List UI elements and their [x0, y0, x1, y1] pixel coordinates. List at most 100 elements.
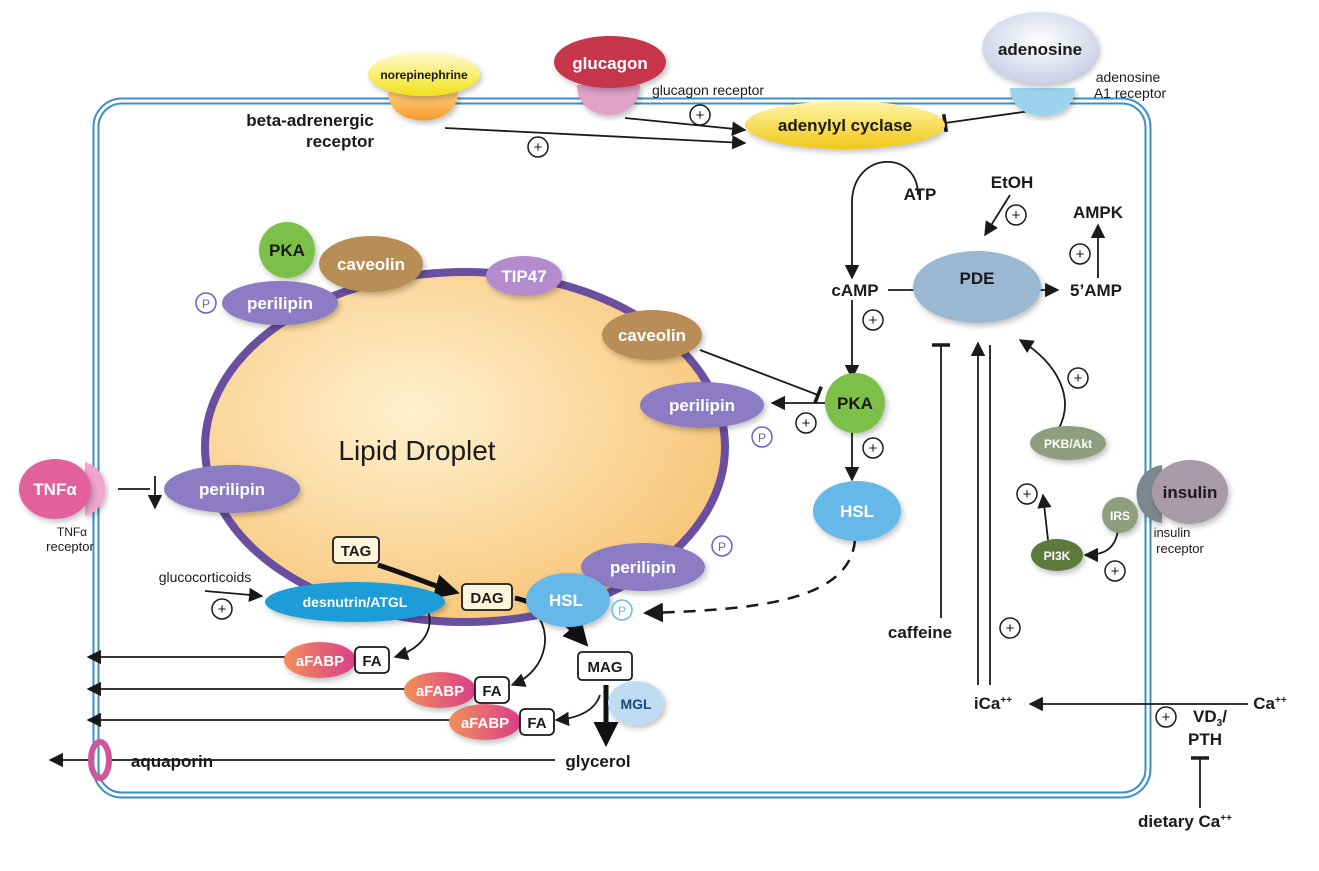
caveolin-right: caveolin	[602, 310, 702, 360]
hsl-label: HSL	[840, 502, 874, 521]
phosphate-icon	[195, 292, 217, 314]
svg-text:+: +	[1006, 620, 1015, 637]
plus-icon: +	[1104, 560, 1126, 582]
insulin-label: insulin	[1163, 483, 1218, 502]
plus-icon: +	[211, 598, 233, 620]
adenosine-label: adenosine	[998, 40, 1082, 59]
svg-text:+: +	[869, 440, 878, 457]
svg-text:+: +	[696, 107, 705, 124]
perilipin-right: perilipin P	[640, 382, 773, 448]
phosphate-icon	[711, 535, 733, 557]
aquaporin-label: aquaporin	[131, 752, 213, 771]
adenosine-a1-receptor: adenosine adenosine A1 receptor	[982, 12, 1167, 116]
pi3k: PI3K	[1031, 539, 1083, 571]
dietary-ca-label: dietary Ca++	[1138, 812, 1232, 831]
pka-cytosolic: PKA	[825, 373, 885, 433]
svg-text:+: +	[1012, 207, 1021, 224]
perilipin-bottom-label: perilipin	[610, 558, 676, 577]
plus-icon: +	[527, 136, 549, 158]
svg-text:+: +	[1023, 486, 1032, 503]
adenosine-receptor-label-line1: adenosine	[1096, 69, 1161, 85]
svg-text:+: +	[1162, 709, 1171, 726]
svg-text:+: +	[1076, 246, 1085, 263]
perilipin-left: perilipin	[164, 465, 300, 513]
phosphate-icon	[611, 599, 633, 621]
afabp-label: aFABP	[296, 653, 344, 670]
tnf-alpha-receptor: TNFα TNFα receptor	[19, 459, 106, 554]
afabp-label: aFABP	[461, 715, 509, 732]
plus-icon: +	[1005, 204, 1027, 226]
mag-box: MAG	[577, 651, 633, 681]
plus-icon: +	[862, 437, 884, 459]
pka-droplet: PKA	[259, 222, 315, 278]
insulin-receptor-label-line2: receptor	[1156, 541, 1204, 556]
beta-adrenergic-receptor: norepinephrine beta-adrenergic receptor	[246, 52, 480, 151]
fa-label: FA	[527, 715, 546, 732]
afabp-fa-2: aFABP FA	[404, 672, 510, 708]
pka-droplet-label: PKA	[269, 241, 305, 260]
perilipin-top: perilipin P	[195, 281, 338, 325]
ica-label: iCa++	[974, 694, 1012, 713]
norepinephrine-ligand	[368, 52, 480, 96]
caveolin-top-label: caveolin	[337, 255, 405, 274]
beta-receptor-label-line2: receptor	[306, 132, 374, 151]
fa-label: FA	[362, 653, 381, 670]
aquaporin: aquaporin	[88, 739, 213, 781]
hsl-droplet: HSL P	[526, 573, 633, 627]
svg-text:P: P	[618, 604, 626, 618]
adenylyl-cyclase: adenylyl cyclase	[745, 101, 945, 149]
stimulation-markers: + + + + + + + + + + + + +	[211, 104, 1177, 728]
afabp-fa-3: aFABP FA	[449, 704, 555, 740]
tnf-receptor-label-line1: TNFα	[57, 525, 87, 539]
glucagon-label: glucagon	[572, 54, 648, 73]
glycerol-label: glycerol	[565, 752, 630, 771]
dag-box: DAG	[461, 583, 513, 611]
svg-text:+: +	[218, 601, 227, 618]
tnf-receptor-label-line2: receptor	[46, 539, 94, 554]
svg-text:+: +	[869, 312, 878, 329]
svg-text:P: P	[758, 431, 766, 445]
pkb-akt: PKB/Akt	[1030, 426, 1106, 460]
insulin-receptor: insulin insulin receptor	[1136, 460, 1228, 556]
five-amp-label: 5’AMP	[1070, 281, 1122, 300]
pi3k-label: PI3K	[1044, 549, 1071, 563]
tag-label: TAG	[341, 543, 372, 560]
glucocorticoids-label: glucocorticoids	[159, 569, 252, 585]
glucagon-receptor-label: glucagon receptor	[652, 82, 764, 98]
perilipin-top-label: perilipin	[247, 294, 313, 313]
ca-label: Ca++	[1253, 694, 1287, 713]
insulin-receptor-label-line1: insulin	[1154, 525, 1191, 540]
adenosine-ligand	[982, 12, 1098, 84]
fa-label: FA	[482, 683, 501, 700]
pka-label: PKA	[837, 394, 873, 413]
mag-label: MAG	[588, 659, 623, 676]
plus-icon: +	[1069, 243, 1091, 265]
glucagon-receptor: glucagon glucagon receptor	[554, 36, 764, 115]
perilipin-right-label: perilipin	[669, 396, 735, 415]
camp-label: cAMP	[831, 281, 878, 300]
mgl: MGL	[608, 681, 664, 725]
svg-text:P: P	[718, 540, 726, 554]
tip47: TIP47	[486, 256, 562, 296]
phosphate-icon	[751, 426, 773, 448]
svg-text:VD3/: VD3/	[1193, 707, 1227, 729]
ampk-label: AMPK	[1073, 203, 1124, 222]
tip47-label: TIP47	[501, 267, 546, 286]
tnf-alpha-label: TNFα	[33, 480, 77, 499]
svg-text:PTH: PTH	[1188, 730, 1222, 749]
irs: IRS	[1102, 497, 1138, 533]
atp-label: ATP	[904, 185, 937, 204]
mgl-label: MGL	[620, 696, 652, 712]
irs-label: IRS	[1110, 509, 1130, 523]
desnutrin-atgl: desnutrin/ATGL	[265, 582, 445, 622]
lipid-droplet-label: Lipid Droplet	[338, 435, 495, 466]
plus-icon: +	[862, 309, 884, 331]
caveolin-top: caveolin	[319, 236, 423, 292]
svg-text:+: +	[802, 415, 811, 432]
dag-label: DAG	[470, 590, 503, 607]
hsl-cytosolic: HSL	[813, 481, 901, 541]
plus-icon: +	[999, 617, 1021, 639]
adenosine-receptor-label-line2: A1 receptor	[1094, 85, 1167, 101]
